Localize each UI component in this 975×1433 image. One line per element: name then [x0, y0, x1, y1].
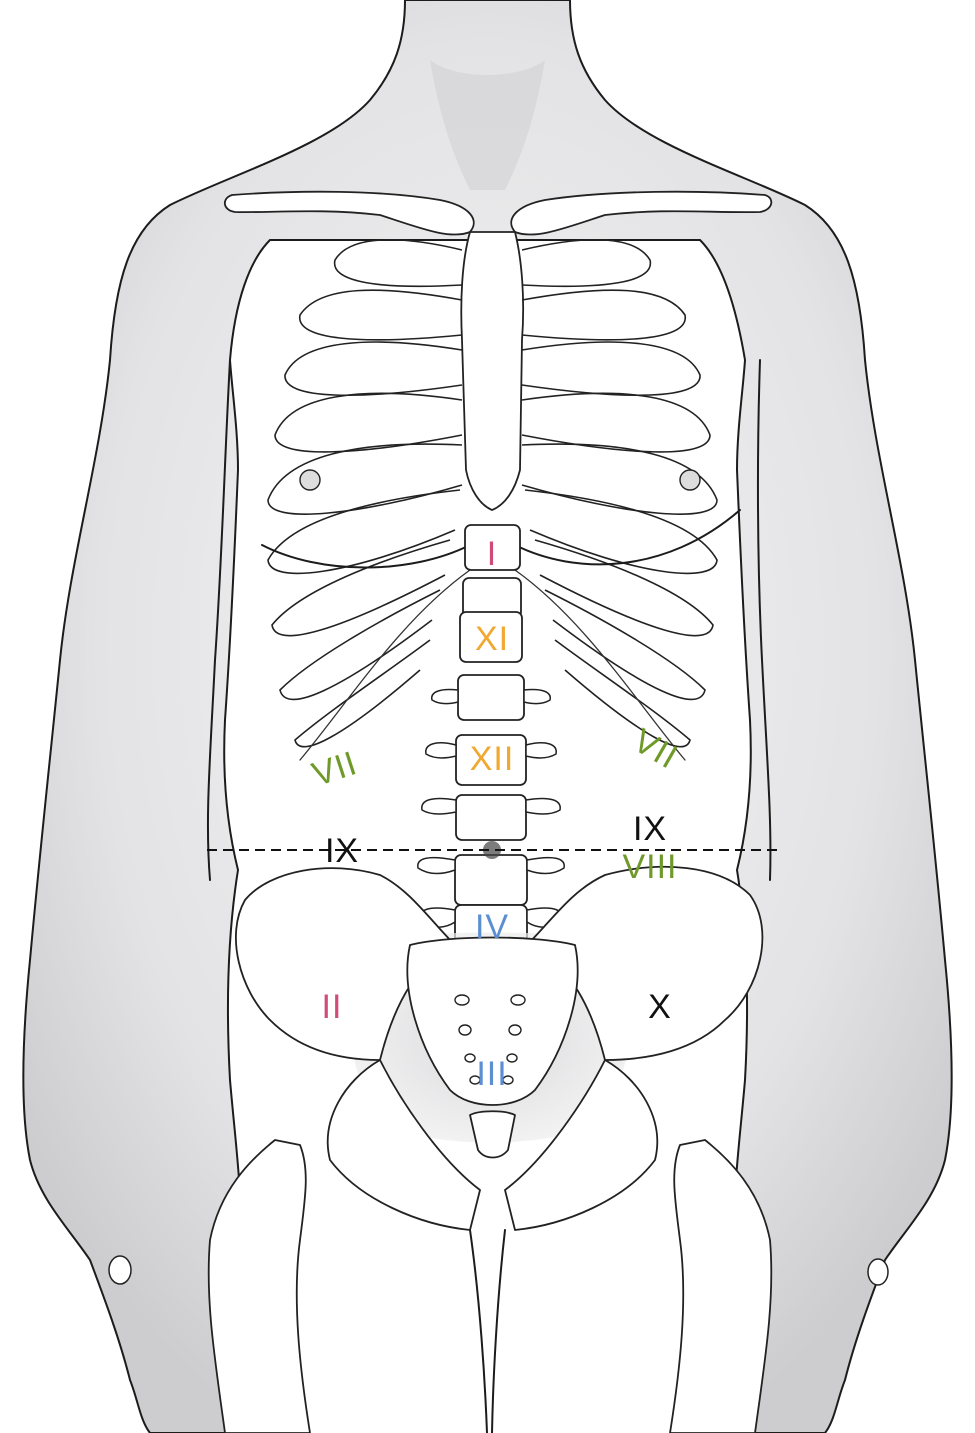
- marker-XII: XII: [470, 740, 515, 778]
- vertebra-4: [458, 675, 524, 720]
- left-ribs: [268, 240, 462, 747]
- left-thumbnail: [109, 1256, 131, 1284]
- marker-IX-left: IX: [325, 832, 359, 870]
- marker-VII-right: VII: [627, 722, 685, 777]
- leg-divide: [470, 1230, 487, 1433]
- marker-VIII: VIII: [622, 848, 677, 886]
- vertebra-7: [455, 855, 527, 905]
- marker-IV: IV: [475, 908, 509, 946]
- marker-II: II: [322, 988, 343, 1026]
- spine: [418, 525, 564, 950]
- right-ribs: [522, 240, 717, 747]
- coccyx: [470, 1111, 515, 1157]
- marker-IX-right: IX: [633, 810, 667, 848]
- right-thumbnail: [868, 1259, 888, 1285]
- left-breast-line: [262, 545, 470, 568]
- marker-I: I: [487, 535, 497, 573]
- marker-VII-left: VII: [308, 744, 362, 794]
- right-nipple: [680, 470, 700, 490]
- vertebra-6: [456, 795, 526, 840]
- left-nipple: [300, 470, 320, 490]
- marker-III: III: [476, 1055, 507, 1093]
- marker-X: X: [648, 988, 672, 1026]
- marker-XI: XI: [475, 620, 509, 658]
- pelvis: [209, 867, 772, 1433]
- sternum: [461, 232, 523, 510]
- leg-divide-2: [492, 1230, 505, 1433]
